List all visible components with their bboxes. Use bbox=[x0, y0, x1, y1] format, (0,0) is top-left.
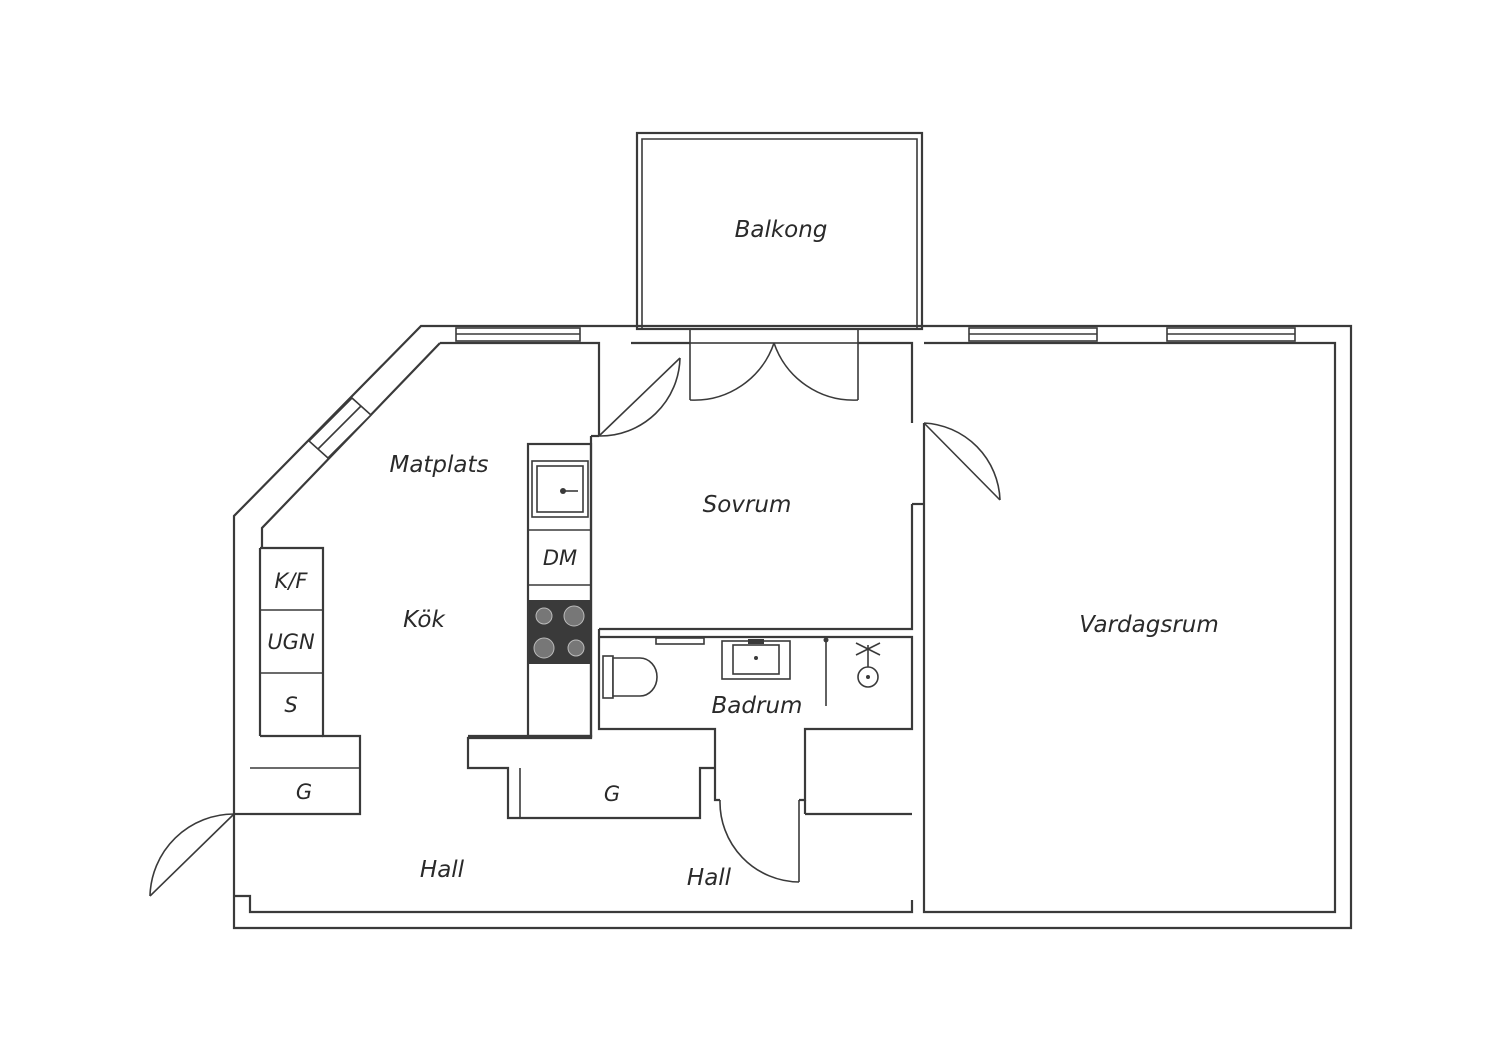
doors bbox=[149, 328, 1001, 897]
label-sovrum: Sovrum bbox=[703, 492, 792, 518]
label-garderob-left: G bbox=[296, 780, 312, 804]
bathroom-sink bbox=[721, 639, 791, 680]
label-hall-center: Hall bbox=[687, 865, 732, 891]
label-diskmaskin: DM bbox=[543, 546, 577, 570]
counter-dividers bbox=[250, 529, 591, 818]
label-skap: S bbox=[284, 693, 297, 717]
interior-walls bbox=[250, 358, 926, 900]
bathroom-door bbox=[719, 799, 800, 883]
window-top-living-2 bbox=[1166, 327, 1296, 342]
label-kyl-frys: K/F bbox=[275, 569, 309, 593]
window-top-kitchen bbox=[455, 327, 581, 342]
stove bbox=[528, 600, 591, 664]
label-badrum: Badrum bbox=[712, 693, 803, 719]
label-matplats: Matplats bbox=[389, 452, 488, 478]
living-room-door bbox=[923, 422, 1001, 501]
label-garderob-center: G bbox=[604, 782, 620, 806]
shower bbox=[823, 637, 881, 706]
label-balkong: Balkong bbox=[735, 217, 828, 243]
exterior-walls bbox=[232, 324, 1353, 930]
toilet bbox=[602, 655, 658, 699]
windows bbox=[307, 327, 1296, 460]
towel-rail bbox=[655, 637, 705, 645]
balcony-double-door bbox=[689, 328, 859, 401]
label-vardagsrum: Vardagsrum bbox=[1079, 612, 1219, 638]
window-top-living-1 bbox=[968, 327, 1098, 342]
kitchen-sink bbox=[531, 460, 589, 518]
window-diagonal bbox=[307, 396, 373, 460]
label-hall-left: Hall bbox=[420, 857, 465, 883]
entrance-door bbox=[149, 813, 235, 897]
bedroom-door bbox=[598, 357, 681, 437]
label-kok: Kök bbox=[403, 607, 446, 633]
label-ugn: UGN bbox=[267, 630, 315, 654]
